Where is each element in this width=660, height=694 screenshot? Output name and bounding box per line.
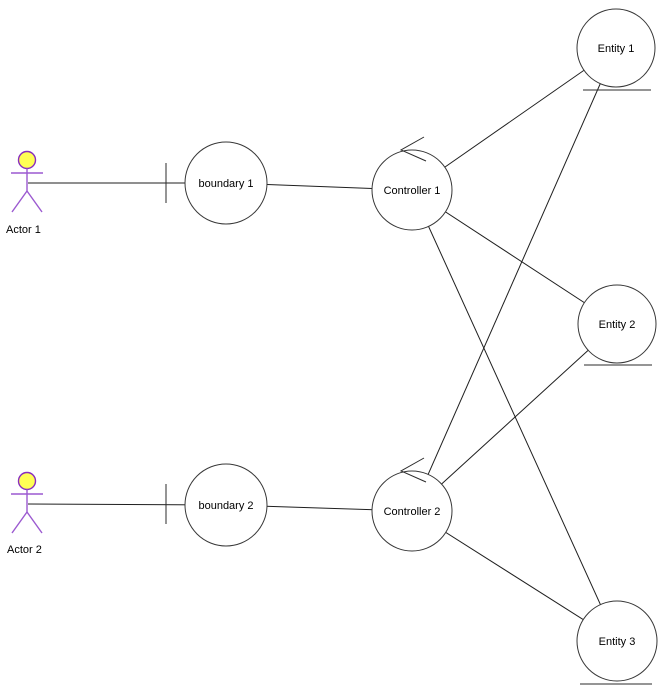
control-arrow-icon [399,457,427,483]
actor1-label: Actor 1 [6,224,41,236]
entity3-node[interactable]: Entity 3 [576,600,658,685]
actor-head-icon [17,471,37,491]
actor-leg-icon [26,190,43,213]
controller2-node[interactable]: Controller 2 [371,457,453,552]
boundary1-node[interactable]: boundary 1 [165,141,268,225]
entity1-node[interactable]: Entity 1 [576,8,656,91]
connector-controller2-entity2 [411,323,618,512]
actor-leg-icon [26,511,43,534]
controller2-circle[interactable] [371,470,453,552]
controller1-label: Controller 1 [384,185,441,197]
boundary2-node[interactable]: boundary 2 [165,463,268,547]
connector-controller2-entity1 [411,47,617,512]
connector-controller1-entity2 [411,189,618,325]
boundary2-label: boundary 2 [198,500,253,512]
entity2-label: Entity 2 [599,319,636,331]
connector-controller1-entity3 [411,189,618,642]
actor1-node[interactable]: Actor 1 [6,150,43,237]
entity3-circle[interactable] [576,600,658,682]
control-arrow-icon [399,136,427,162]
actor2-node[interactable]: Actor 2 [7,471,43,557]
actor-leg-icon [11,511,28,534]
entity1-circle[interactable] [576,8,656,88]
actor2-label: Actor 2 [7,544,42,556]
entity3-label: Entity 3 [599,636,636,648]
entity2-node[interactable]: Entity 2 [577,284,657,366]
actor-head-icon [17,150,37,170]
controller1-node[interactable]: Controller 1 [371,136,453,231]
connector-controller1-entity1 [411,47,617,191]
boundary1-circle[interactable] [184,141,268,225]
entity1-label: Entity 1 [598,43,635,55]
controller1-circle[interactable] [371,149,453,231]
boundary2-circle[interactable] [184,463,268,547]
entity2-circle[interactable] [577,284,657,364]
boundary1-label: boundary 1 [198,178,253,190]
connector-lines [27,47,618,642]
actor-leg-icon [11,190,28,213]
controller2-label: Controller 2 [384,506,441,518]
